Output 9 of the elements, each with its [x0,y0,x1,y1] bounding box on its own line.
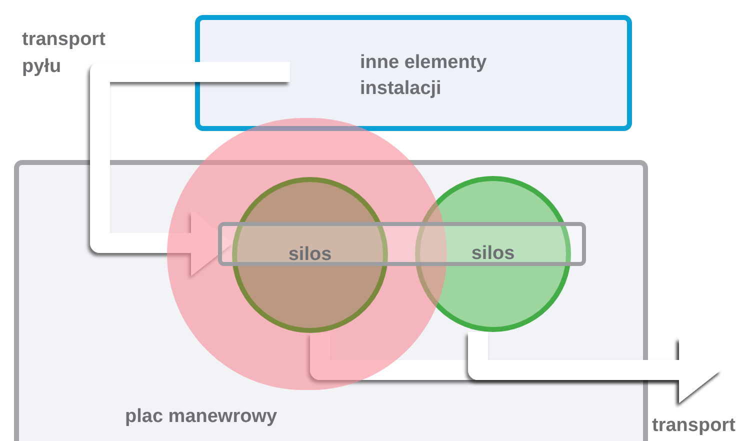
node-label: silos [288,242,332,267]
text-label: transport pyłu [22,28,106,79]
component-box [195,15,632,131]
arrow [90,62,290,276]
node-label: inne elementy instalacji [360,51,488,101]
node-label: silos [471,242,515,266]
area-box [14,160,648,441]
node-label: transport [652,414,736,438]
node-label: plac manewrowy [125,405,278,429]
